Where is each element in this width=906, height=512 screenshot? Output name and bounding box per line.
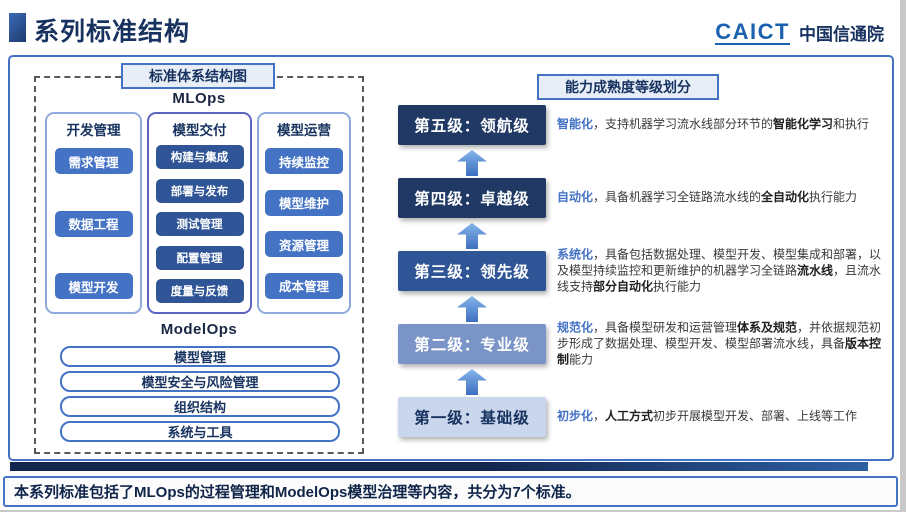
mlops-column-header: 模型运营 xyxy=(277,123,331,138)
description-segment: 执行能力 xyxy=(653,278,702,293)
description-segment: 版本控制 xyxy=(557,336,882,366)
maturity-level-description: 规范化，具备模型研发和运营管理体系及规范，并依据规范初步形成了数据处理、模型开发… xyxy=(557,320,889,367)
mlops-item-button: 数据工程 xyxy=(54,210,133,237)
description-segment: 能力 xyxy=(569,351,594,366)
description-segment: ，具备包括数据处理、模型开发、模型集成和部署，以及模型持续监控和更新维护的机器学… xyxy=(557,247,882,278)
mlops-item-button: 配置管理 xyxy=(155,245,244,270)
description-segment: ，并依据规范初步形成了数据处理、模型开发、模型部署流水线，具备 xyxy=(557,320,882,351)
mlops-item-button: 度量与反馈 xyxy=(155,279,244,303)
mlops-item-button: 成本管理 xyxy=(265,272,343,299)
page-title: 系列标准结构 xyxy=(34,18,191,46)
description-segment: ，且流水线支持 xyxy=(557,263,882,293)
description-segment: 初步化 xyxy=(557,409,594,424)
description-segment: ，具备机器学习全链路流水线的 xyxy=(593,190,762,205)
description-segment: 和执行 xyxy=(833,117,870,132)
footer-accent-stripe xyxy=(10,462,868,471)
mlops-item-button: 资源管理 xyxy=(265,231,343,258)
caict-logo-text: CAICT xyxy=(715,19,790,46)
maturity-level-box: 第一级：基础级 xyxy=(398,397,546,437)
description-segment: 执行能力 xyxy=(809,190,858,205)
caict-logo: CAICT 中国信通院 xyxy=(715,19,884,46)
mlops-column-header: 模型交付 xyxy=(172,123,227,138)
mlops-column-header: 开发管理 xyxy=(66,123,121,138)
modelops-bar: 模型管理 xyxy=(60,346,340,367)
description-segment: 流水线 xyxy=(797,263,834,278)
modelops-bar: 模型安全与风险管理 xyxy=(60,371,340,392)
description-segment: 自动化 xyxy=(557,190,594,205)
mlops-column-items: 持续监控模型维护资源管理成本管理 xyxy=(259,139,349,312)
description-segment: 全自动化 xyxy=(761,190,810,205)
footer-text: 本系列标准包括了MLOps的过程管理和ModelOps模型治理等内容，共分为7个… xyxy=(14,484,581,501)
modelops-bar: 系统与工具 xyxy=(60,421,340,442)
content-frame xyxy=(8,55,894,461)
mlops-column-items: 构建与集成部署与发布测试管理配置管理度量与反馈 xyxy=(149,139,250,312)
mlops-column-items: 需求管理数据工程模型开发 xyxy=(47,139,140,312)
description-segment: ，支持机器学习流水线部分环节的 xyxy=(593,117,774,132)
mlops-heading: MLOps xyxy=(172,90,226,107)
description-segment: 初步开展模型开发、部署、上线等工作 xyxy=(653,409,858,424)
maturity-level-box: 第五级：领航级 xyxy=(398,105,546,145)
description-segment: 部分自动化 xyxy=(593,278,654,293)
footer-note: 本系列标准包括了MLOps的过程管理和ModelOps模型治理等内容，共分为7个… xyxy=(3,476,898,507)
description-segment: ， xyxy=(593,409,606,424)
description-segment: 智能化学习 xyxy=(773,117,834,132)
maturity-level-description: 系统化，具备包括数据处理、模型开发、模型集成和部署，以及模型持续监控和更新维护的… xyxy=(557,247,889,294)
description-segment: ，具备模型研发和运营管理 xyxy=(593,320,738,335)
maturity-level-box: 第三级：领先级 xyxy=(398,251,546,291)
structure-diagram-label: 标准体系结构图 xyxy=(121,63,275,89)
maturity-level-box: 第四级：卓越级 xyxy=(398,178,546,218)
modelops-heading: ModelOps xyxy=(160,321,238,338)
mlops-item-button: 需求管理 xyxy=(54,148,133,174)
mlops-item-button: 持续监控 xyxy=(265,148,343,174)
maturity-level-box: 第二级：专业级 xyxy=(398,324,546,364)
description-segment: 系统化 xyxy=(557,247,594,262)
description-segment: 人工方式 xyxy=(605,409,654,424)
title-accent-square xyxy=(9,13,26,42)
mlops-item-button: 构建与集成 xyxy=(155,145,244,169)
maturity-levels-label: 能力成熟度等级划分 xyxy=(537,74,719,100)
maturity-level-description: 智能化，支持机器学习流水线部分环节的智能化学习和执行 xyxy=(557,117,889,133)
mlops-column: 开发管理需求管理数据工程模型开发 xyxy=(45,112,142,314)
mlops-column: 模型交付构建与集成部署与发布测试管理配置管理度量与反馈 xyxy=(147,112,252,314)
mlops-item-button: 模型维护 xyxy=(265,189,343,216)
mlops-item-button: 测试管理 xyxy=(155,212,244,236)
maturity-level-description: 初步化，人工方式初步开展模型开发、部署、上线等工作 xyxy=(557,409,889,425)
maturity-level-description: 自动化，具备机器学习全链路流水线的全自动化执行能力 xyxy=(557,190,889,206)
description-segment: 规范化 xyxy=(557,320,594,335)
description-segment: 体系及规范 xyxy=(737,320,798,335)
caict-logo-chinese: 中国信通院 xyxy=(799,25,884,45)
description-segment: 智能化 xyxy=(557,117,594,132)
mlops-item-button: 部署与发布 xyxy=(155,178,244,203)
mlops-item-button: 模型开发 xyxy=(54,273,133,299)
modelops-bar: 组织结构 xyxy=(60,396,340,417)
mlops-column: 模型运营持续监控模型维护资源管理成本管理 xyxy=(257,112,351,314)
